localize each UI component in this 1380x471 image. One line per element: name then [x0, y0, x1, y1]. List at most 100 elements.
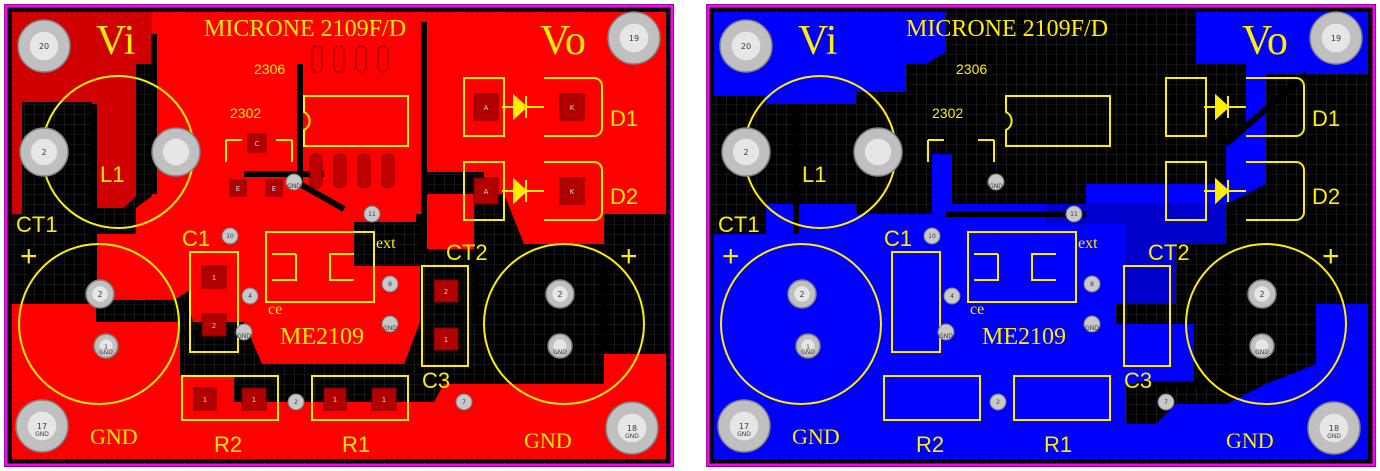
label-ct2: CT2 — [1148, 240, 1190, 265]
label-q2302: 2302 — [230, 105, 261, 121]
board-title: MICRONE 2109F/D — [906, 16, 1108, 42]
label-ct1: CT1 — [718, 212, 760, 237]
svg-text:2: 2 — [996, 399, 1000, 406]
label-vout: Vo — [1242, 18, 1288, 64]
svg-text:1: 1 — [333, 396, 337, 404]
svg-text:19: 19 — [1331, 34, 1341, 43]
label-ce: ce — [268, 301, 282, 318]
ct1-pad-1: 1 — [795, 333, 821, 359]
svg-text:C: C — [255, 140, 260, 148]
via-7: 7 — [1157, 393, 1175, 411]
label-vin: Vi — [798, 18, 837, 64]
via-8: 8 — [1083, 275, 1101, 293]
label-plus-left: + — [20, 240, 38, 273]
label-gnd-right: GND — [1226, 428, 1274, 453]
svg-text:2: 2 — [41, 148, 46, 157]
label-ext: ext — [376, 235, 396, 252]
trace-gaps — [793, 71, 1308, 404]
ct1-pad-1: 1 — [93, 333, 119, 359]
via-gnd-2: GND — [381, 315, 399, 333]
label-vout: Vo — [540, 18, 586, 64]
ic-pins — [309, 153, 395, 189]
via-gnd-3: GND — [987, 173, 1005, 191]
label-ct1: CT1 — [16, 212, 58, 237]
d2-cathode-pad: K — [559, 177, 585, 205]
svg-text:1: 1 — [212, 274, 216, 282]
svg-text:GND: GND — [383, 325, 397, 332]
svg-text:1: 1 — [203, 396, 207, 404]
label-r1: R1 — [342, 432, 370, 457]
label-q2306: 2306 — [956, 61, 987, 77]
q2302-b-pad: E — [265, 179, 283, 197]
svg-text:17: 17 — [739, 422, 749, 431]
svg-text:1: 1 — [444, 336, 448, 344]
label-l1: L1 — [100, 162, 124, 187]
via-8: 8 — [381, 275, 399, 293]
via-gnd-2: GND — [1083, 315, 1101, 333]
board-outline — [4, 4, 674, 467]
via-gnd-1: GND — [937, 323, 955, 341]
via-10: 10 — [923, 227, 941, 245]
svg-text:E: E — [272, 185, 276, 193]
svg-text:K: K — [570, 188, 575, 196]
via-11: 11 — [1065, 205, 1083, 223]
label-plus-right: + — [620, 240, 638, 273]
mount-hole-19: 19 — [607, 11, 661, 65]
svg-text:2: 2 — [557, 290, 562, 299]
svg-text:4: 4 — [248, 293, 252, 300]
label-ext: ext — [1078, 235, 1098, 252]
c1-pad-1: 1 — [201, 265, 227, 289]
svg-text:1: 1 — [252, 396, 256, 404]
via-4: 4 — [943, 287, 961, 305]
label-c1: C1 — [884, 226, 912, 251]
svg-text:4: 4 — [950, 293, 954, 300]
mount-hole-19: 19 — [1309, 11, 1363, 65]
svg-text:2: 2 — [212, 322, 216, 330]
ct2-pad-1 — [1249, 333, 1275, 359]
svg-text:GND: GND — [287, 183, 301, 190]
svg-text:A: A — [484, 104, 489, 112]
via-gnd-3: GND — [285, 173, 303, 191]
svg-text:GND: GND — [35, 431, 49, 438]
r1-pad-2: 1 — [371, 387, 397, 411]
svg-text:1: 1 — [382, 396, 386, 404]
c1-pad-2: 2 — [201, 313, 227, 337]
c3-pad-2: 2 — [433, 279, 459, 303]
svg-text:18: 18 — [1329, 424, 1339, 433]
svg-text:20: 20 — [741, 42, 751, 51]
label-plus-left: + — [722, 240, 740, 273]
mount-hole-18: 18 — [605, 401, 659, 455]
via-10: 10 — [221, 227, 239, 245]
ct1-pad-2: 2 — [85, 279, 115, 309]
svg-text:11: 11 — [1070, 211, 1078, 218]
l1-pad-1 — [151, 127, 201, 177]
svg-text:GND: GND — [553, 349, 567, 356]
svg-text:GND: GND — [237, 333, 251, 340]
svg-text:GND: GND — [939, 333, 953, 340]
label-d1: D1 — [610, 106, 638, 131]
via-2: 2 — [287, 393, 305, 411]
svg-text:GND: GND — [1085, 325, 1099, 332]
svg-text:A: A — [484, 188, 489, 196]
svg-text:7: 7 — [1164, 399, 1168, 406]
board-outline — [706, 4, 1376, 467]
svg-text:2: 2 — [1259, 290, 1264, 299]
via-11: 11 — [363, 205, 381, 223]
svg-text:19: 19 — [629, 34, 639, 43]
mount-hole-17: 17 — [717, 399, 771, 453]
label-ce: ce — [970, 301, 984, 318]
svg-text:17: 17 — [37, 422, 47, 431]
mount-hole-20: 20 — [719, 19, 773, 73]
svg-text:GND: GND — [989, 183, 1003, 190]
mount-hole-18: 18 — [1307, 401, 1361, 455]
label-gnd-left: GND — [90, 424, 138, 449]
label-q2306: 2306 — [254, 61, 285, 77]
r2-pad-1: 1 — [193, 387, 217, 411]
svg-text:10: 10 — [226, 233, 234, 240]
svg-text:2: 2 — [743, 148, 748, 157]
q2302-e-pad: E — [229, 179, 247, 197]
c3-pad-1: 1 — [433, 327, 459, 351]
ct2-pad-2: 2 — [1247, 279, 1277, 309]
label-c3: C3 — [422, 368, 450, 393]
